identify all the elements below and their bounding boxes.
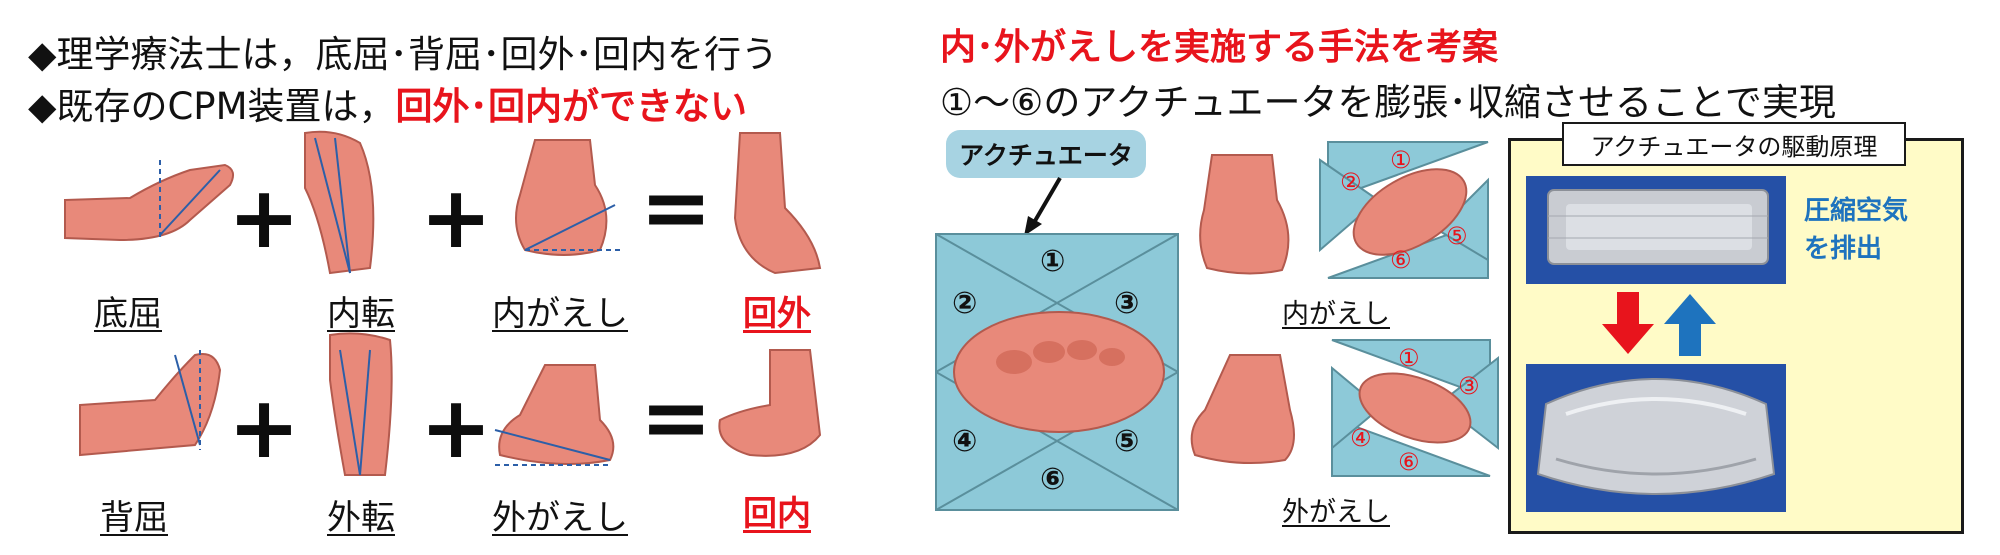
actuator-diagram — [935, 233, 1179, 511]
statement-line-2: ◆既存のCPM装置は，回外･回内ができない — [28, 76, 747, 130]
plus-sign: + — [420, 378, 493, 478]
actuator-number: ⑥ — [1040, 462, 1066, 497]
method-heading: 内･外がえしを実施する手法を考案 — [940, 18, 1498, 70]
statement-line-1: ◆理学療法士は，底屈･背屈･回外･回内を行う — [28, 33, 778, 76]
actuator-number-red: ③ — [1458, 372, 1480, 400]
method-subheading: ①～⑥のアクチュエータを膨張･収縮させることで実現 — [940, 81, 1836, 124]
plus-sign: + — [228, 168, 301, 268]
actuator-number-red: ⑤ — [1446, 222, 1468, 250]
foot-inversion-image — [515, 139, 620, 256]
actuator-deflated-photo — [1526, 176, 1786, 284]
actuator-number-red: ④ — [1350, 424, 1372, 452]
equals-sign: = — [640, 368, 713, 468]
actuator-number-red: ① — [1390, 146, 1412, 174]
actuator-number: ③ — [1114, 286, 1140, 321]
label-pronation: 回内 — [743, 494, 811, 534]
equals-sign: = — [640, 158, 713, 258]
foot-dorsiflexion-image — [79, 350, 222, 457]
panel-title: アクチュエータの駆動原理 — [1562, 122, 1906, 166]
label-adduction: 内転 — [327, 294, 395, 334]
foot-abduction-image — [329, 332, 393, 476]
statement-line-2-emphasis: 回外･回内ができない — [395, 85, 748, 128]
actuator-number-red: ② — [1340, 168, 1362, 196]
actuator-inversion-image — [1319, 141, 1489, 279]
actuator-number-red: ① — [1398, 344, 1420, 372]
label-inversion-small: 内がえし — [1282, 299, 1390, 330]
foot-eversion-front-image — [1190, 354, 1295, 465]
actuator-number: ④ — [952, 424, 978, 459]
arrow-down-icon — [1602, 292, 1654, 354]
arrow-up-icon — [1664, 294, 1716, 356]
label-inversion: 内がえし — [492, 294, 628, 334]
label-abduction: 外転 — [327, 498, 395, 538]
foot-eversion-image — [494, 364, 615, 466]
method-heading-text: 内･外がえしを実施する手法を考案 — [940, 27, 1499, 68]
plus-sign: + — [228, 378, 301, 478]
label-eversion-small: 外がえし — [1282, 497, 1390, 528]
arrow-icon — [1024, 176, 1062, 236]
label-plantarflexion: 底屈 — [94, 294, 162, 334]
label-dorsiflexion: 背屈 — [100, 498, 168, 538]
actuator-number-red: ⑥ — [1390, 246, 1412, 274]
plus-sign: + — [420, 168, 493, 268]
foot-pronation-image — [718, 349, 822, 457]
foot-adduction-image — [304, 130, 375, 275]
statement-line-2-prefix: ◆既存のCPM装置は， — [28, 85, 396, 128]
actuator-tag: アクチュエータ — [946, 130, 1146, 178]
actuator-inflated-photo — [1526, 364, 1786, 512]
foot-plantarflexion-image — [64, 160, 235, 242]
actuator-number: ② — [952, 286, 978, 321]
actuator-number-red: ⑥ — [1398, 448, 1420, 476]
actuator-eversion-image — [1331, 339, 1499, 477]
panel-note: 圧縮空気を排出 — [1804, 196, 1909, 264]
actuator-number: ⑤ — [1114, 424, 1140, 459]
foot-supination-image — [733, 132, 822, 275]
foot-inversion-front-image — [1199, 154, 1290, 275]
label-supination: 回外 — [743, 294, 811, 334]
actuator-number: ① — [1040, 244, 1066, 279]
label-eversion: 外がえし — [492, 498, 628, 538]
